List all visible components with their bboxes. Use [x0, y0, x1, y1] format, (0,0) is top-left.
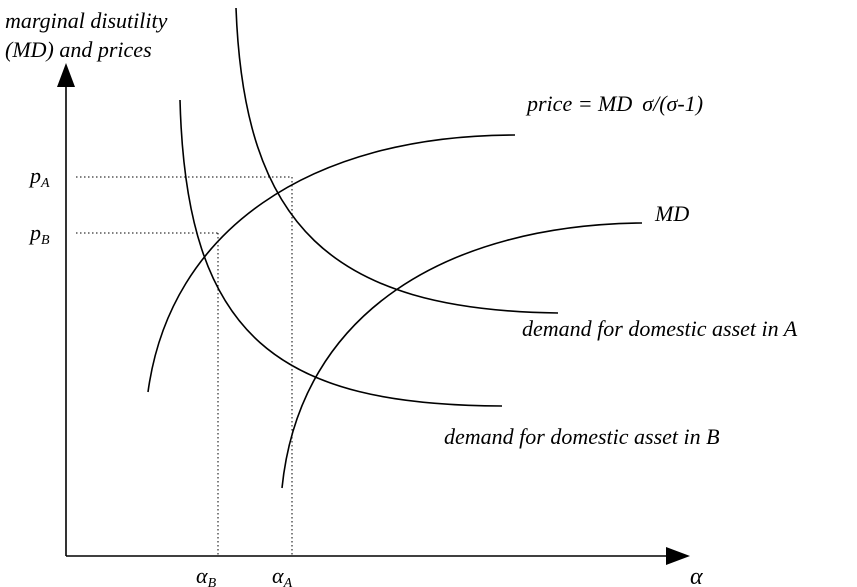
md-curve-label: MD: [654, 201, 689, 226]
demand-curve-a: [235, 7, 559, 314]
x-axis-arrowhead: [666, 547, 690, 565]
y-axis-arrowhead: [57, 63, 75, 87]
price-pa-label: pA: [28, 163, 50, 191]
demand-a-label: demand for domestic asset in A: [522, 316, 798, 341]
md-curve: [281, 222, 643, 489]
y-axis-label-line1: marginal disutility: [5, 8, 168, 33]
price-curve: [147, 134, 516, 393]
alpha-a-label: αA: [272, 563, 293, 587]
y-axis-label-line2: (MD) and prices: [5, 37, 152, 62]
demand-b-label: demand for domestic asset in B: [444, 424, 720, 449]
price-pb-label: pB: [28, 220, 50, 248]
alpha-b-label: αB: [196, 563, 217, 587]
x-axis-label: α: [690, 564, 703, 587]
demand-curve-b: [179, 99, 503, 407]
